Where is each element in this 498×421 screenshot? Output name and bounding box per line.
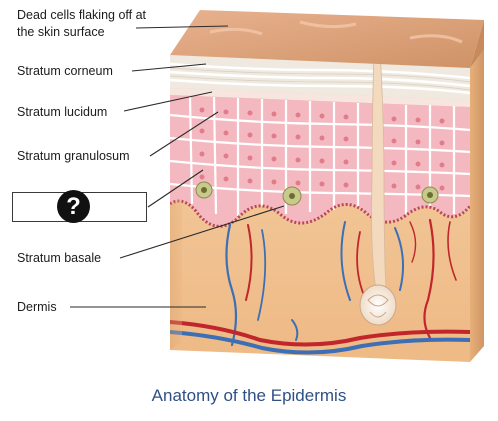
corneum-lines	[170, 67, 470, 91]
block-left-shade	[170, 198, 182, 350]
block-right-face	[470, 50, 484, 362]
corneum-flakes	[170, 62, 470, 95]
label-dermis: Dermis	[17, 300, 57, 314]
label-stratum-basale: Stratum basale	[17, 251, 102, 265]
question-mark-icon: ?	[57, 190, 90, 223]
skin-surface	[170, 10, 484, 68]
basal-edge	[170, 199, 470, 228]
blood-vessels	[170, 218, 470, 355]
diagram-caption: Anatomy of the Epidermis	[151, 386, 347, 405]
leader-lines	[70, 25, 285, 308]
label-dead-cells: Dead cells flaking off at the skin surfa…	[17, 8, 147, 39]
label-stratum-lucidum: Stratum lucidum	[17, 105, 108, 119]
lucidum-band	[170, 88, 470, 107]
block-front-face	[170, 55, 470, 362]
label-stratum-granulosum: Stratum granulosum	[17, 149, 130, 163]
cell-nuclei	[199, 107, 445, 191]
flaking-cells	[209, 20, 463, 44]
melanocytes	[195, 181, 439, 206]
hair-bulb	[359, 284, 397, 326]
label-stratum-corneum: Stratum corneum	[17, 64, 113, 78]
